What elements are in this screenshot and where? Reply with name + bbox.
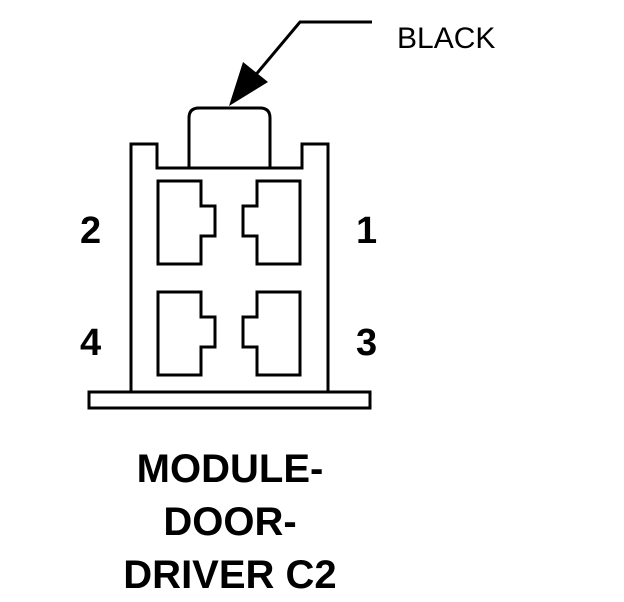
terminal-cavity-pin-4 [156,290,217,377]
pin-number-4: 4 [80,322,102,364]
pin-number-2: 2 [80,210,102,252]
terminal-cavity-pin-3 [241,290,302,377]
terminal-cavity-pin-1 [241,179,302,266]
leader-line [251,20,372,79]
connector-title-line: DOOR- [163,500,297,544]
connector-color-label: BLACK [397,22,496,55]
pin-number-3: 3 [356,322,378,364]
connector-title-line: DRIVER C2 [123,553,337,597]
connector-title-line: MODULE- [136,447,324,491]
locking-tab [187,106,272,168]
terminal-cavity-pin-2 [156,179,217,266]
pointer-arrowhead [229,62,268,106]
pin-number-1: 1 [356,210,378,252]
mounting-flange [87,390,372,410]
